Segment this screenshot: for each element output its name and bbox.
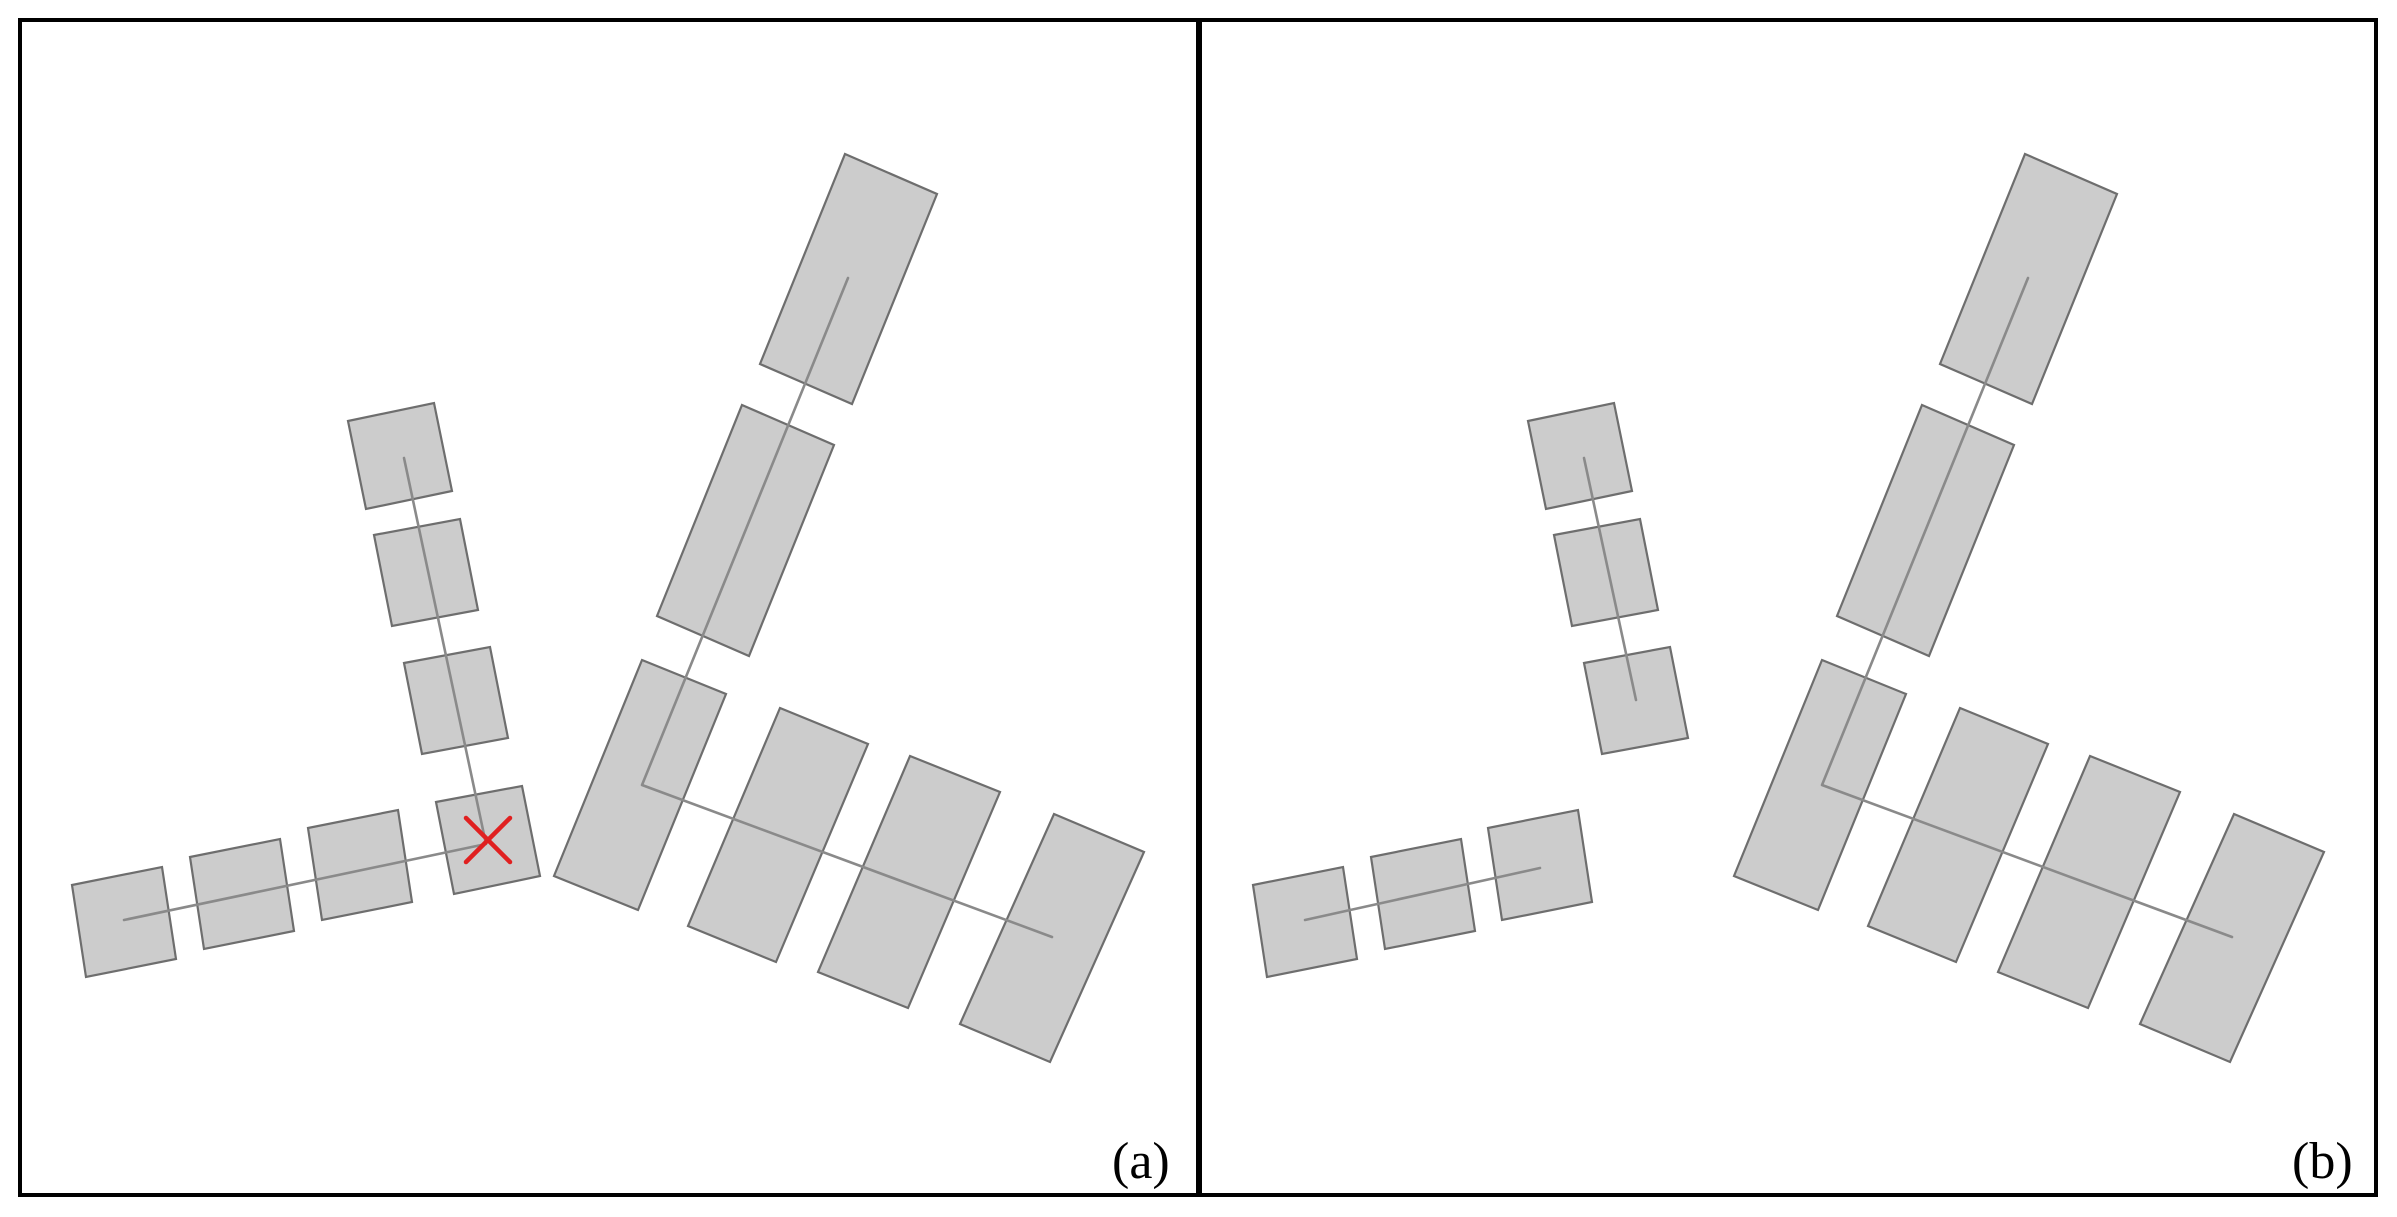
panel-b-building-group-left <box>1251 401 1690 979</box>
building <box>306 808 414 922</box>
panel-a: (a) <box>18 18 1200 1197</box>
panel-b: (b) <box>1198 18 2378 1197</box>
panel-a-building-group-right <box>552 152 1146 1064</box>
red-x-icon <box>463 815 513 865</box>
panel-b-label: (b) <box>2292 1133 2353 1190</box>
skeleton-line <box>640 276 1054 939</box>
skeleton-line <box>1582 456 1638 702</box>
building <box>70 865 178 979</box>
panel-a-label: (a) <box>1112 1133 1170 1190</box>
building <box>1526 401 1634 511</box>
building <box>1996 754 2182 1010</box>
building <box>372 517 480 628</box>
panel-a-building-group-left <box>70 401 542 979</box>
building <box>552 658 728 912</box>
building <box>1251 865 1359 979</box>
building <box>1552 517 1660 628</box>
building <box>346 401 454 511</box>
building <box>816 754 1002 1010</box>
building <box>1732 658 1908 912</box>
building <box>1486 808 1594 922</box>
panel-b-building-group-right <box>1732 152 2326 1064</box>
skeleton-line <box>1820 276 2234 939</box>
skeleton-line <box>1303 866 1542 922</box>
